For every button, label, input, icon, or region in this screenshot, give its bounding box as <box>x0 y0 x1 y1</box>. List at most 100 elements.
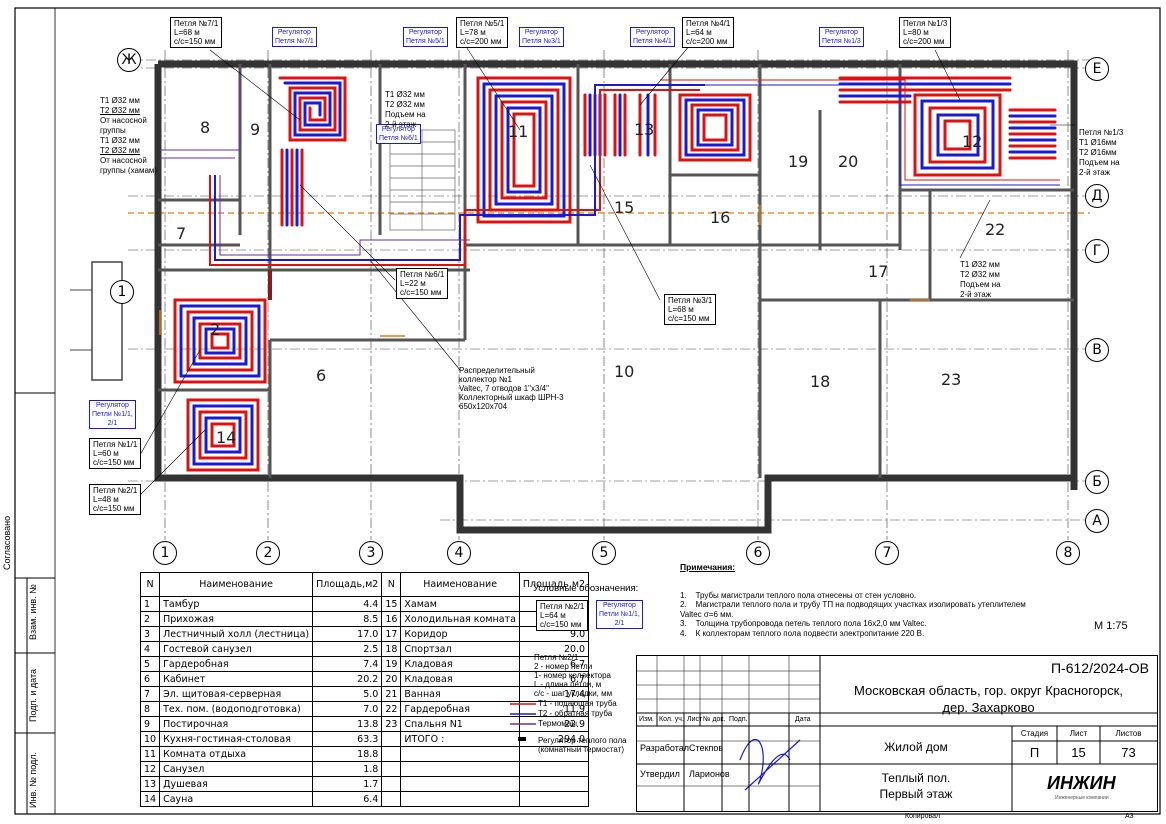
cell-area: 18.8 <box>312 746 383 762</box>
cell-area <box>518 791 590 807</box>
cell-number <box>381 746 402 762</box>
stamp-col-kolvo: Кол. уч. <box>659 716 684 723</box>
cell-number: 9 <box>139 716 161 732</box>
cell-number: 8 <box>139 701 161 717</box>
stamp-col-list: Лист <box>687 716 703 723</box>
room-number: 15 <box>614 198 635 217</box>
room-number: 6 <box>316 366 327 385</box>
col-header: Наименование <box>159 572 314 597</box>
cell-number <box>381 791 402 807</box>
notes-list: 1. Трубы магистрали теплого пола отнесен… <box>680 590 1026 638</box>
sheet-header: Лист <box>1069 729 1088 738</box>
side-inv-zam: Взам. инв. № <box>28 584 38 640</box>
company-logo: ИНЖИН <box>1047 773 1116 793</box>
axis-row-d: Д <box>1085 184 1109 208</box>
legend-t2: Т2 - обратная труба <box>538 709 613 718</box>
axis-entry-1: 1 <box>110 280 134 304</box>
copied-label: Копировал <box>905 813 941 820</box>
cell-number: 7 <box>139 686 161 702</box>
cell-name <box>400 776 520 792</box>
cell-number: 13 <box>139 776 161 792</box>
cell-number: 21 <box>381 686 402 702</box>
col-header: Площадь,м2 <box>312 572 383 597</box>
cell-number: 10 <box>139 731 161 747</box>
room-number: 20 <box>838 152 859 171</box>
cell-number <box>381 731 402 747</box>
cell-number: 23 <box>381 716 402 732</box>
cell-name: Холодильная комната <box>400 611 520 627</box>
axis-col-6: 6 <box>746 541 770 565</box>
room-number: 14 <box>216 428 237 447</box>
room-number: 9 <box>250 120 261 139</box>
cell-number: 2 <box>139 611 161 627</box>
stage-value: П <box>1029 745 1040 760</box>
sheet-value: 15 <box>1071 745 1086 760</box>
axis-row-e: Е <box>1085 57 1109 81</box>
room-number: 18 <box>810 372 831 391</box>
project-address-line1: Московская область, гор. округ Красногор… <box>854 683 1123 698</box>
cell-name: Гостевой санузел <box>159 641 314 657</box>
stamp-col-sign: Подп. <box>729 716 748 723</box>
notes-title: Примечания: <box>680 562 736 572</box>
cell-area: 20.2 <box>312 671 383 687</box>
scale-label: М 1:75 <box>1094 620 1128 632</box>
cell-number: 12 <box>139 761 161 777</box>
title-block-grid <box>637 656 1157 811</box>
axis-row-v: В <box>1085 338 1109 362</box>
axis-row-g: Г <box>1085 239 1109 263</box>
legend-title: Условные обозначения: <box>533 583 639 594</box>
room-schedule-table: N Наименование Площадь,м2 N Наименование… <box>139 572 590 807</box>
cell-area: 7.4 <box>312 656 383 672</box>
axis-col-8: 8 <box>1056 541 1080 565</box>
cell-area: 63.3 <box>312 731 383 747</box>
project-code: П-612/2024-ОВ <box>1050 660 1149 676</box>
cell-name: Кладовая <box>400 671 520 687</box>
cell-number: 11 <box>139 746 161 762</box>
room-number: 8 <box>200 118 211 137</box>
cell-name: Кабинет <box>159 671 314 687</box>
side-sign-date: Подп. и дата <box>28 668 38 722</box>
cell-name: Сауна <box>159 791 314 807</box>
room-number: 13 <box>634 120 655 139</box>
cell-name: Санузел <box>159 761 314 777</box>
company-logo-sub: Инженерные компании <box>1055 795 1109 801</box>
stamp-col-izm: Изм. <box>639 716 654 723</box>
axis-col-7: 7 <box>875 541 899 565</box>
cell-name: Хамам <box>400 596 520 612</box>
room-number: 7 <box>176 224 187 243</box>
col-header: N <box>139 572 161 597</box>
side-inv-orig: Инв. № подл. <box>28 751 38 808</box>
cell-number: 18 <box>381 641 402 657</box>
sheets-header: Листов <box>1115 729 1142 738</box>
cell-area: 1.7 <box>312 776 383 792</box>
col-header: Площадь,м2 <box>518 572 590 597</box>
cell-name: Лестничный холл (лестница) <box>159 626 314 642</box>
format-label: A3 <box>1125 813 1134 820</box>
cell-name: Душевая <box>159 776 314 792</box>
cell-area: 5.0 <box>312 686 383 702</box>
